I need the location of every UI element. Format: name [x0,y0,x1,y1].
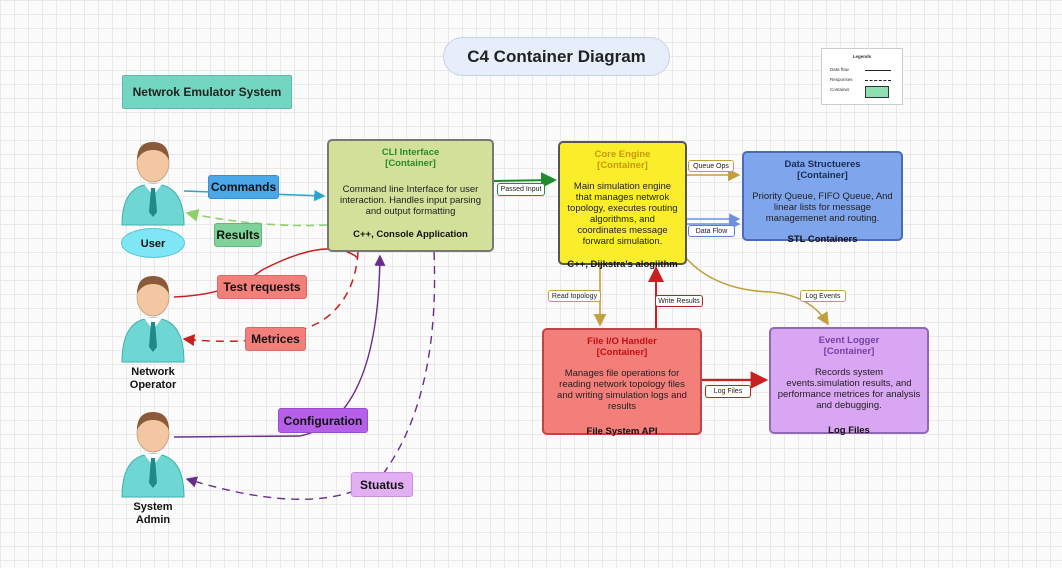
file-io-handler-container[interactable]: File I/O Handler [Container] Manages fil… [542,328,702,437]
results-label: Results [214,223,262,247]
legend-container-swatch [865,86,889,98]
container-tech: Log Files [828,425,870,436]
container-tech: File System API [586,426,658,437]
system-admin-label: System Admin [133,501,173,526]
container-type: [Container] [597,160,648,171]
container-type: [Container] [596,347,648,358]
data-structures-container[interactable]: Data Structueres [Container] Priority Qu… [742,151,903,245]
cli-interface-container[interactable]: CLI Interface [Container] Command line I… [327,139,494,252]
stuatus-label: Stuatus [351,472,413,497]
system-label: Netwrok Emulator System [122,75,292,109]
container-tech: C++, Dijkstra's alogiithm [567,259,678,270]
core-engine-container[interactable]: Core Engine [Container] Main simulation … [558,141,687,270]
commands-label: Commands [208,175,279,199]
passed-input-tag: Passed Input [497,183,545,196]
container-tech: STL Containers [787,234,858,245]
event-logger-container[interactable]: Event Logger [Container] Records system … [769,327,929,436]
legend: Legends Data flow Responses Container [821,48,903,105]
diagram-title: C4 Container Diagram [443,37,670,76]
network-operator-label: Network Operator [129,366,177,391]
container-description: Manages file operations for reading netw… [557,368,687,412]
container-description: Priority Queue, FIFO Queue, And linear l… [752,191,893,224]
read-topology-tag: Read topology [548,290,601,302]
configuration-label: Configuration [278,408,368,433]
legend-responses-label: Responses [830,77,853,82]
container-type: [Container] [385,158,436,169]
passed-input-arrow [493,172,557,189]
test-requests-label: Test requests [217,275,307,299]
container-name: Data Structueres [784,159,861,170]
write-results-tag: Write Results [655,295,703,307]
legend-title: Legends [852,54,872,59]
container-type: [Container] [797,170,848,181]
log-files-tag: Log Files [705,385,751,398]
legend-data-flow-label: Data flow [830,67,849,72]
log-events-tag: Log Events [800,290,846,302]
container-name: Event Logger [818,335,880,346]
container-description: Records system events.simulation results… [777,367,921,411]
user-person-icon [121,142,185,226]
container-description: Main simulation engine that manages netw… [567,181,678,247]
container-name: File I/O Handler [587,336,657,347]
legend-container-label: Container [830,87,850,92]
data-flow-tag: Data Flow [688,225,735,237]
container-type: [Container] [823,346,875,357]
container-name: CLI Interface [381,147,440,158]
log-events-arrow [685,257,829,326]
legend-data-flow-line [865,70,891,71]
system-admin-person-icon [121,412,185,498]
stuatus-arrow [185,251,436,500]
container-description: Command line Interface for user interact… [339,184,481,217]
container-tech: C++, Console Application [353,229,468,240]
container-name: Core Engine [594,149,651,160]
metrices-label: Metrices [245,327,306,351]
network-operator-person-icon [121,276,185,363]
queue-ops-tag: Queue Ops [688,160,734,172]
metrices-arrow [182,251,359,347]
legend-responses-line [865,80,891,81]
user-label: User [121,228,185,258]
